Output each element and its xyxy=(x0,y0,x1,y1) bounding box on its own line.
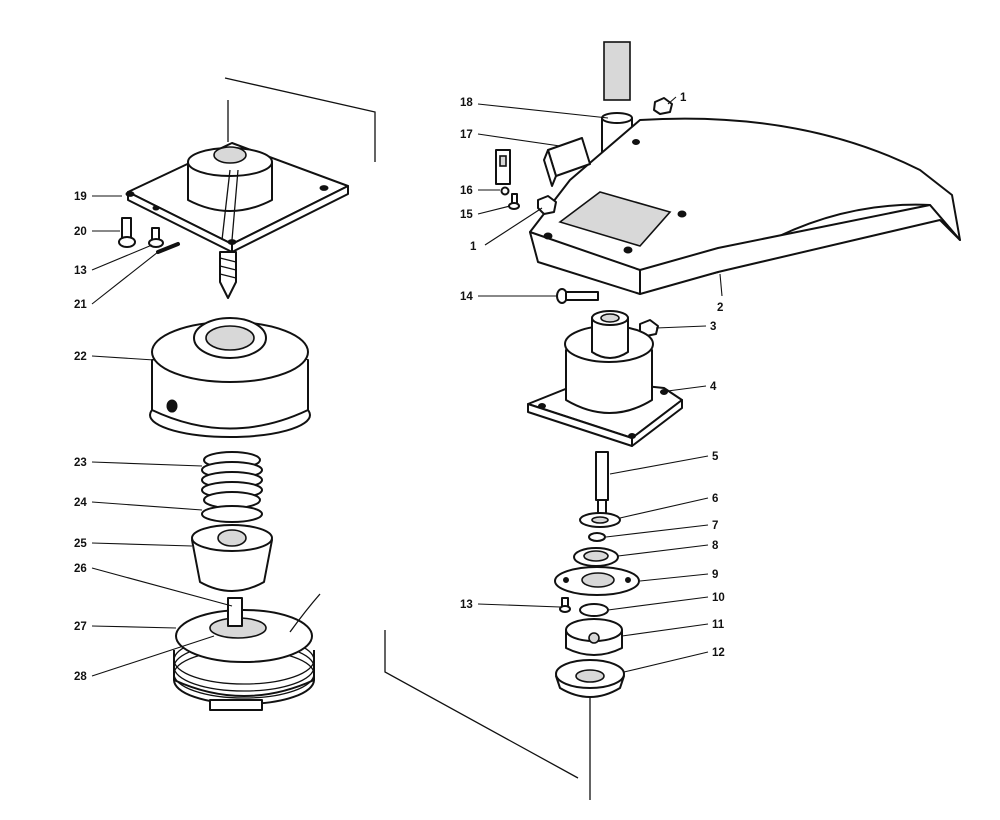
cup-12 xyxy=(555,659,625,698)
nut-1-side xyxy=(537,195,557,215)
washer-10 xyxy=(579,603,609,617)
callout-7-ring: 7 xyxy=(712,520,718,532)
ring-7 xyxy=(588,532,606,542)
callout-27-spool: 27 xyxy=(74,621,87,633)
callout-13-screw-left: 13 xyxy=(74,265,87,277)
bolt-20 xyxy=(118,217,136,248)
callout-labels: 1 1 2 3 4 5 6 7 8 9 10 11 12 13 14 15 16… xyxy=(74,92,725,683)
spool-28 xyxy=(173,593,321,711)
callout-1-nut-side: 1 xyxy=(470,241,477,253)
callout-12-cup: 12 xyxy=(712,647,725,659)
alignment-lines xyxy=(224,77,591,800)
screw-13-left xyxy=(148,227,164,248)
callout-14-bolt: 14 xyxy=(460,291,473,303)
screw-15 xyxy=(508,193,520,210)
gear-housing xyxy=(527,310,683,447)
callout-17-bracket: 17 xyxy=(460,129,473,141)
washer-24 xyxy=(201,505,263,523)
nut-1-top xyxy=(653,97,673,115)
shaft-5 xyxy=(595,451,609,515)
spool-cap-25 xyxy=(191,524,273,592)
callout-10-washer: 10 xyxy=(712,592,725,604)
callout-2-shield: 2 xyxy=(717,302,723,314)
callout-6-washer: 6 xyxy=(712,493,718,505)
pin-21 xyxy=(156,242,180,254)
callout-13-screw-right: 13 xyxy=(460,599,473,611)
hub-11 xyxy=(565,618,623,656)
spring xyxy=(201,451,263,509)
deflector-shield xyxy=(529,117,961,295)
screw-13-right xyxy=(559,597,571,613)
bearing-plate-9 xyxy=(554,566,640,596)
callout-11-hub: 11 xyxy=(712,619,725,631)
bracket-17 xyxy=(543,137,591,187)
leader-lines xyxy=(91,96,723,677)
callout-4-housing: 4 xyxy=(710,381,717,393)
callout-1-nut: 1 xyxy=(680,92,687,104)
washer-6 xyxy=(579,512,621,528)
callout-8-bearing: 8 xyxy=(712,540,719,552)
callout-9-plate: 9 xyxy=(712,569,718,581)
callout-19-flange: 19 xyxy=(74,191,87,203)
spool-housing xyxy=(149,317,311,438)
callout-20-bolt: 20 xyxy=(74,226,87,238)
callout-15-screw: 15 xyxy=(460,209,473,221)
callout-3-nut: 3 xyxy=(710,321,716,333)
callout-26-post: 26 xyxy=(74,563,87,575)
callout-16-clip: 16 xyxy=(460,185,473,197)
callout-18-tube: 18 xyxy=(460,97,473,109)
callout-25-cap: 25 xyxy=(74,538,87,550)
clip-16 xyxy=(495,149,511,196)
bearing-8 xyxy=(573,547,619,567)
callout-28-spool: 28 xyxy=(74,671,87,683)
callout-22-housing: 22 xyxy=(74,351,87,363)
callout-21-pin: 21 xyxy=(74,299,87,311)
mounting-flange xyxy=(125,142,349,299)
callout-23-spring: 23 xyxy=(74,457,87,469)
callout-5-shaft: 5 xyxy=(712,451,719,463)
callout-24-washer: 24 xyxy=(74,497,87,509)
bolt-14 xyxy=(556,288,599,304)
